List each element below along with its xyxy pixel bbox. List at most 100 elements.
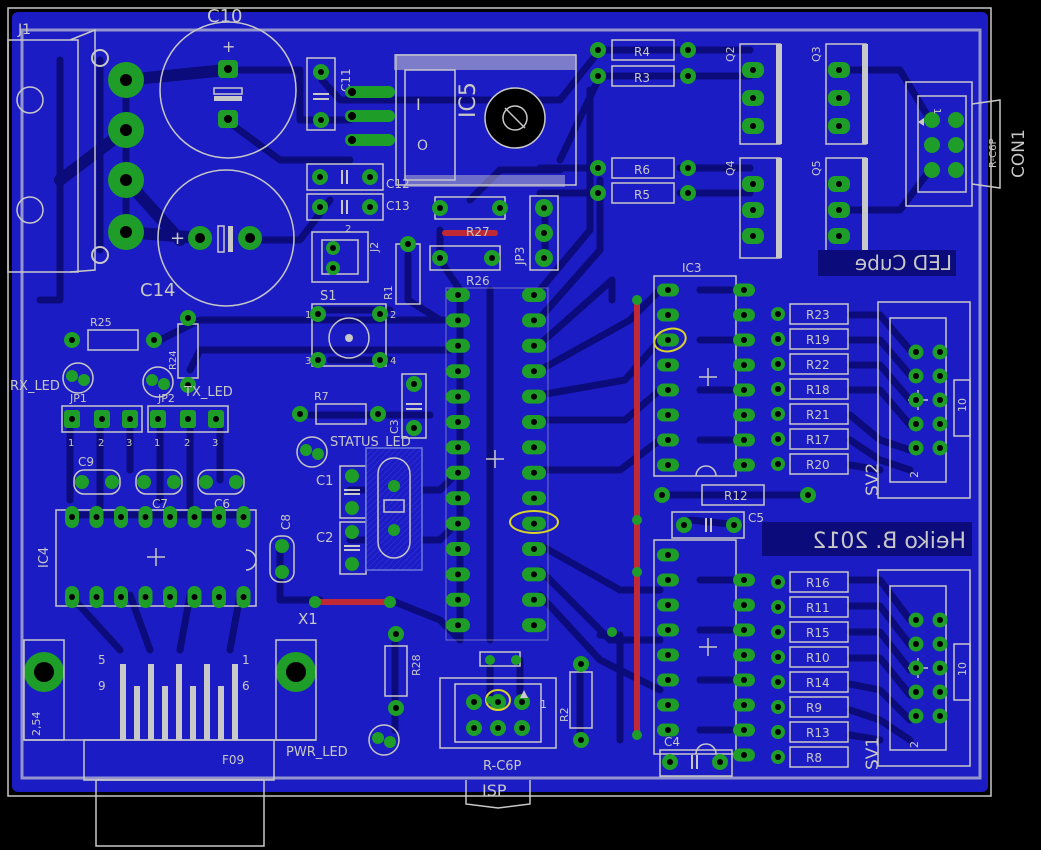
- driver-pad-hole: [665, 702, 671, 708]
- ic3-ic: IC3: [653, 261, 737, 477]
- c14-label: C14: [140, 280, 175, 301]
- r15-resistor: R15: [789, 621, 849, 643]
- j1-terminal: J1: [7, 22, 144, 273]
- c3-label: C3: [388, 419, 401, 434]
- x1-label: X1: [298, 610, 318, 628]
- q2-label: Q2: [724, 46, 737, 62]
- q3-transistor: Q3: [810, 43, 868, 145]
- svg-text:I: I: [416, 95, 421, 114]
- r19-resistor: R19: [789, 328, 849, 350]
- db9-pin5: 5: [98, 653, 106, 667]
- r20-label: R20: [806, 458, 830, 472]
- r25-resistor: R25: [64, 316, 162, 351]
- sv1-pad-hole: [913, 641, 919, 647]
- led-cube-title: LED Cube: [818, 250, 956, 276]
- db9-connector: 5 1 9 6 F09 2,54: [23, 639, 317, 847]
- highlight-ic3: [653, 327, 687, 353]
- r13-label: R13: [806, 726, 830, 740]
- c9-capacitor: C9: [73, 455, 121, 495]
- mcu-pad-hole: [531, 596, 537, 603]
- sv2-pad-hole: [937, 397, 943, 403]
- mcu-pad-hole: [531, 469, 537, 476]
- ic3-pad-hole: [665, 362, 671, 368]
- r-array-pad-hole: [775, 579, 781, 585]
- q2-transistor: Q2: [724, 43, 782, 145]
- sv1-pad-hole: [937, 641, 943, 647]
- svg-text:+: +: [222, 37, 235, 56]
- r16-label: R16: [806, 576, 830, 590]
- ic4-pad-hole: [118, 514, 124, 520]
- sv2-pin2: 2: [908, 471, 921, 478]
- r23-resistor: R23: [789, 303, 849, 325]
- rx-led-label: RX_LED: [10, 379, 60, 394]
- ic3-pad-hole: [665, 437, 671, 443]
- isp-connector: 1 R-C6P ISP: [439, 651, 557, 809]
- driver-pad-hole: [741, 602, 747, 608]
- r16-resistor: R16: [789, 571, 849, 593]
- ic3-pad-hole: [741, 312, 747, 318]
- mcu-pad-hole: [531, 393, 537, 400]
- isp-type-label: R-C6P: [483, 759, 522, 774]
- c8-label: C8: [279, 514, 293, 530]
- r8-label: R8: [806, 751, 822, 765]
- r-array-pad-hole: [775, 754, 781, 760]
- c10-capacitor: + C10: [159, 6, 297, 159]
- jp2-header: JP2 1 2 3: [147, 392, 229, 449]
- sv1-pad-hole: [937, 689, 943, 695]
- driver-pad-hole: [741, 752, 747, 758]
- c2-label: C2: [316, 531, 333, 546]
- status-led: STATUS_LED: [296, 435, 411, 468]
- mcu-pad-hole: [531, 317, 537, 324]
- mcu-pad-hole: [531, 444, 537, 451]
- r7-label: R7: [314, 390, 329, 403]
- resistor-array-lower: R16 R11 R15 R10 R14 R9 R13 R8: [789, 571, 849, 768]
- sv1-label: SV1: [863, 737, 883, 770]
- s1-pin2-label: 2: [390, 310, 396, 321]
- r23-label: R23: [806, 308, 830, 322]
- sv2-pad-hole: [913, 421, 919, 427]
- r24-label: R24: [168, 350, 179, 370]
- r5-resistor: R5: [590, 182, 696, 204]
- mcu-pad-hole: [455, 571, 461, 578]
- r5-label: R5: [634, 188, 650, 202]
- sv1-pad-hole: [913, 617, 919, 623]
- c1-capacitor: C1: [316, 465, 367, 519]
- r12-resistor: R12: [654, 484, 816, 506]
- q5-transistor: Q5: [810, 157, 868, 259]
- r15-label: R15: [806, 626, 830, 640]
- ic3-pad-hole: [665, 387, 671, 393]
- r24-resistor: R24: [168, 310, 199, 393]
- ic4-label: IC4: [37, 547, 52, 568]
- r-array-pad-hole: [775, 311, 781, 317]
- c12-capacitor: C12: [306, 163, 410, 191]
- ic3-pad-hole: [665, 312, 671, 318]
- r-array-pad-hole: [775, 336, 781, 342]
- c2-capacitor: C2: [316, 521, 367, 575]
- driver-pad-hole: [741, 652, 747, 658]
- r2-label: R2: [558, 707, 571, 722]
- c7-label: C7: [152, 497, 168, 511]
- ic3-label: IC3: [682, 261, 702, 275]
- ic4-pad-hole: [167, 514, 173, 520]
- led-cube-label: LED Cube: [855, 251, 952, 275]
- c10-label: C10: [207, 6, 242, 27]
- db9-type-label: F09: [222, 753, 244, 767]
- sv1-pin10: 10: [956, 662, 969, 676]
- ic3-pad-hole: [741, 387, 747, 393]
- j1-label: J1: [17, 22, 31, 38]
- mcu-pad-hole: [531, 622, 537, 629]
- r3-label: R3: [634, 71, 650, 85]
- driver-pad-hole: [665, 552, 671, 558]
- ic4-pad-hole: [69, 594, 75, 600]
- mcu-pad-hole: [455, 469, 461, 476]
- r26-label: R26: [466, 274, 490, 288]
- driver-pad-hole: [665, 677, 671, 683]
- ic4-pad-hole: [142, 594, 149, 600]
- jp1-header: JP1 1 2 3: [61, 392, 143, 449]
- con1-connector: 1 R-C6P CON1: [905, 81, 1029, 207]
- r22-label: R22: [806, 358, 830, 372]
- mcu-pad-hole: [455, 546, 461, 552]
- r17-resistor: R17: [789, 428, 849, 450]
- sv1-pad-hole: [937, 713, 943, 719]
- driver-pad-hole: [665, 652, 671, 658]
